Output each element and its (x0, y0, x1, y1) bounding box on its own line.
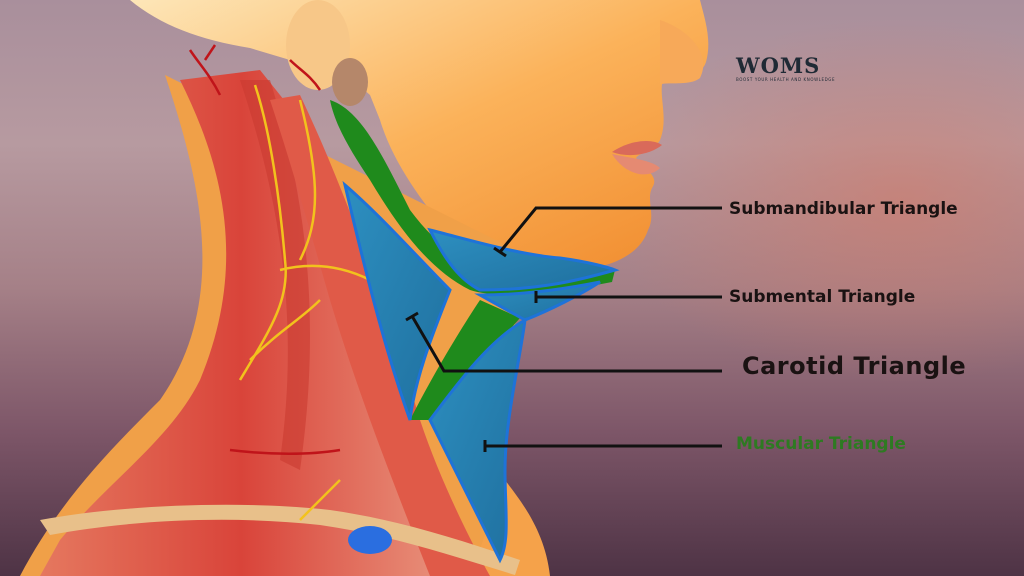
head (130, 0, 709, 272)
label-carotid-triangle: Carotid Triangle (742, 352, 967, 380)
logo-text: WOMS (736, 53, 821, 78)
carotid-leader (410, 315, 722, 373)
label-submental-triangle: Submental Triangle (729, 287, 916, 307)
label-submandibular-triangle: Submandibular Triangle (729, 199, 958, 219)
arteries (188, 44, 341, 455)
submandibular-leader (498, 206, 722, 253)
woms-logo: WOMS BOOST YOUR HEALTH AND KNOWLEDGE (736, 53, 836, 82)
lateral-muscles (40, 70, 520, 576)
logo-tagline: BOOST YOUR HEALTH AND KNOWLEDGE (736, 77, 836, 82)
leader-lines (405, 206, 722, 452)
label-muscular-triangle: Muscular Triangle (736, 434, 906, 454)
nerves (238, 84, 371, 521)
blue-triangles (342, 180, 620, 564)
